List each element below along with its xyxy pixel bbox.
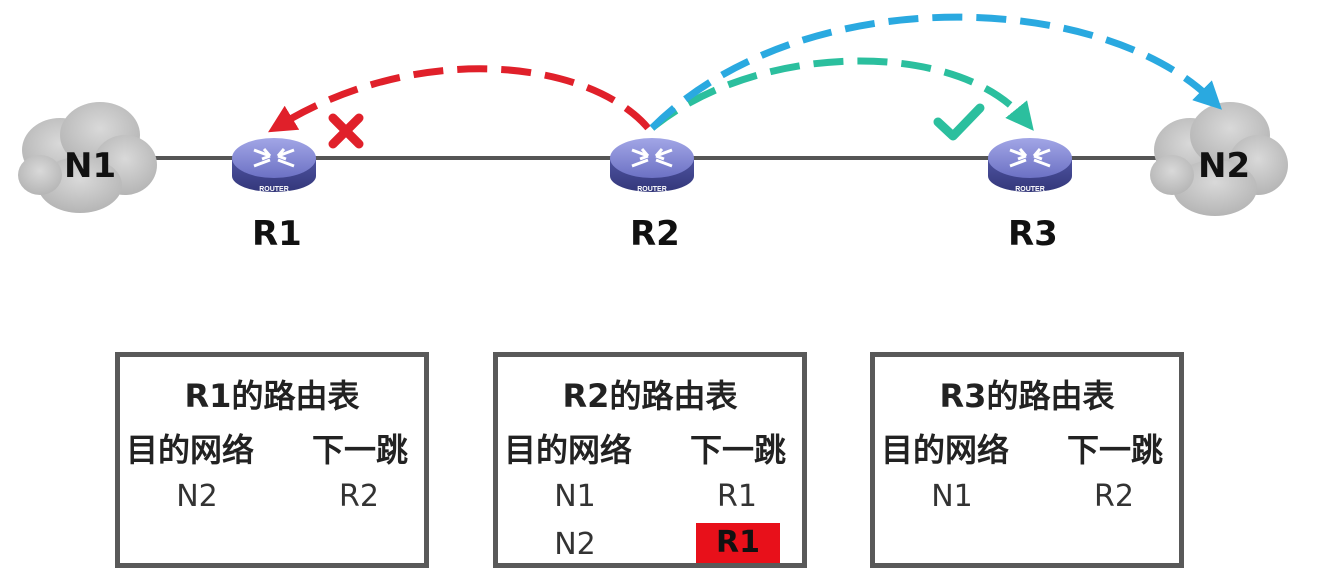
- cell-destination: N1: [554, 479, 596, 514]
- cell-next-hop: R1: [717, 479, 757, 514]
- router-badge: ROUTER: [259, 186, 289, 193]
- cell-destination: N2: [176, 479, 218, 514]
- col-header-next-hop: 下一跳: [1067, 431, 1164, 469]
- cell-next-hop: R2: [1094, 479, 1134, 514]
- network-label-n2: N2: [1198, 146, 1251, 186]
- router-label-r2: R2: [630, 214, 680, 254]
- col-header-destination: 目的网络: [504, 431, 633, 469]
- router-badge: ROUTER: [1015, 186, 1045, 193]
- routing-table-r2: R2的路由表 目的网络 下一跳 N1 R1 N2 R1: [493, 352, 807, 568]
- routing-table-r3: R3的路由表 目的网络 下一跳 N1 R2: [870, 352, 1184, 568]
- cloud-n1: [18, 102, 157, 213]
- arrow-r2-to-r1: [268, 65, 651, 133]
- router-label-r3: R3: [1008, 214, 1058, 254]
- arrow-r2-to-n2: [649, 13, 1223, 131]
- col-header-destination: 目的网络: [126, 431, 255, 469]
- cell-next-hop-highlighted: R1: [696, 523, 780, 563]
- col-header-next-hop: 下一跳: [312, 431, 409, 469]
- router-r3-icon: ROUTER: [988, 138, 1072, 193]
- router-r2-icon: ROUTER: [610, 138, 694, 193]
- check-icon: [933, 103, 985, 141]
- table-title: R2的路由表: [562, 377, 738, 415]
- network-label-n1: N1: [64, 146, 117, 186]
- router-label-r1: R1: [252, 214, 302, 254]
- cross-icon: [328, 113, 364, 149]
- cell-destination: N1: [931, 479, 973, 514]
- arrow-r2-to-r3: [649, 57, 1034, 131]
- router-r1-icon: ROUTER: [232, 138, 316, 193]
- cell-destination: N2: [554, 527, 596, 562]
- table-title: R3的路由表: [939, 377, 1115, 415]
- cloud-n2: [1150, 102, 1288, 216]
- routing-table-r1: R1的路由表 目的网络 下一跳 N2 R2: [115, 352, 429, 568]
- cell-next-hop: R2: [339, 479, 379, 514]
- table-title: R1的路由表: [184, 377, 360, 415]
- col-header-next-hop: 下一跳: [690, 431, 787, 469]
- col-header-destination: 目的网络: [881, 431, 1010, 469]
- router-badge: ROUTER: [637, 186, 667, 193]
